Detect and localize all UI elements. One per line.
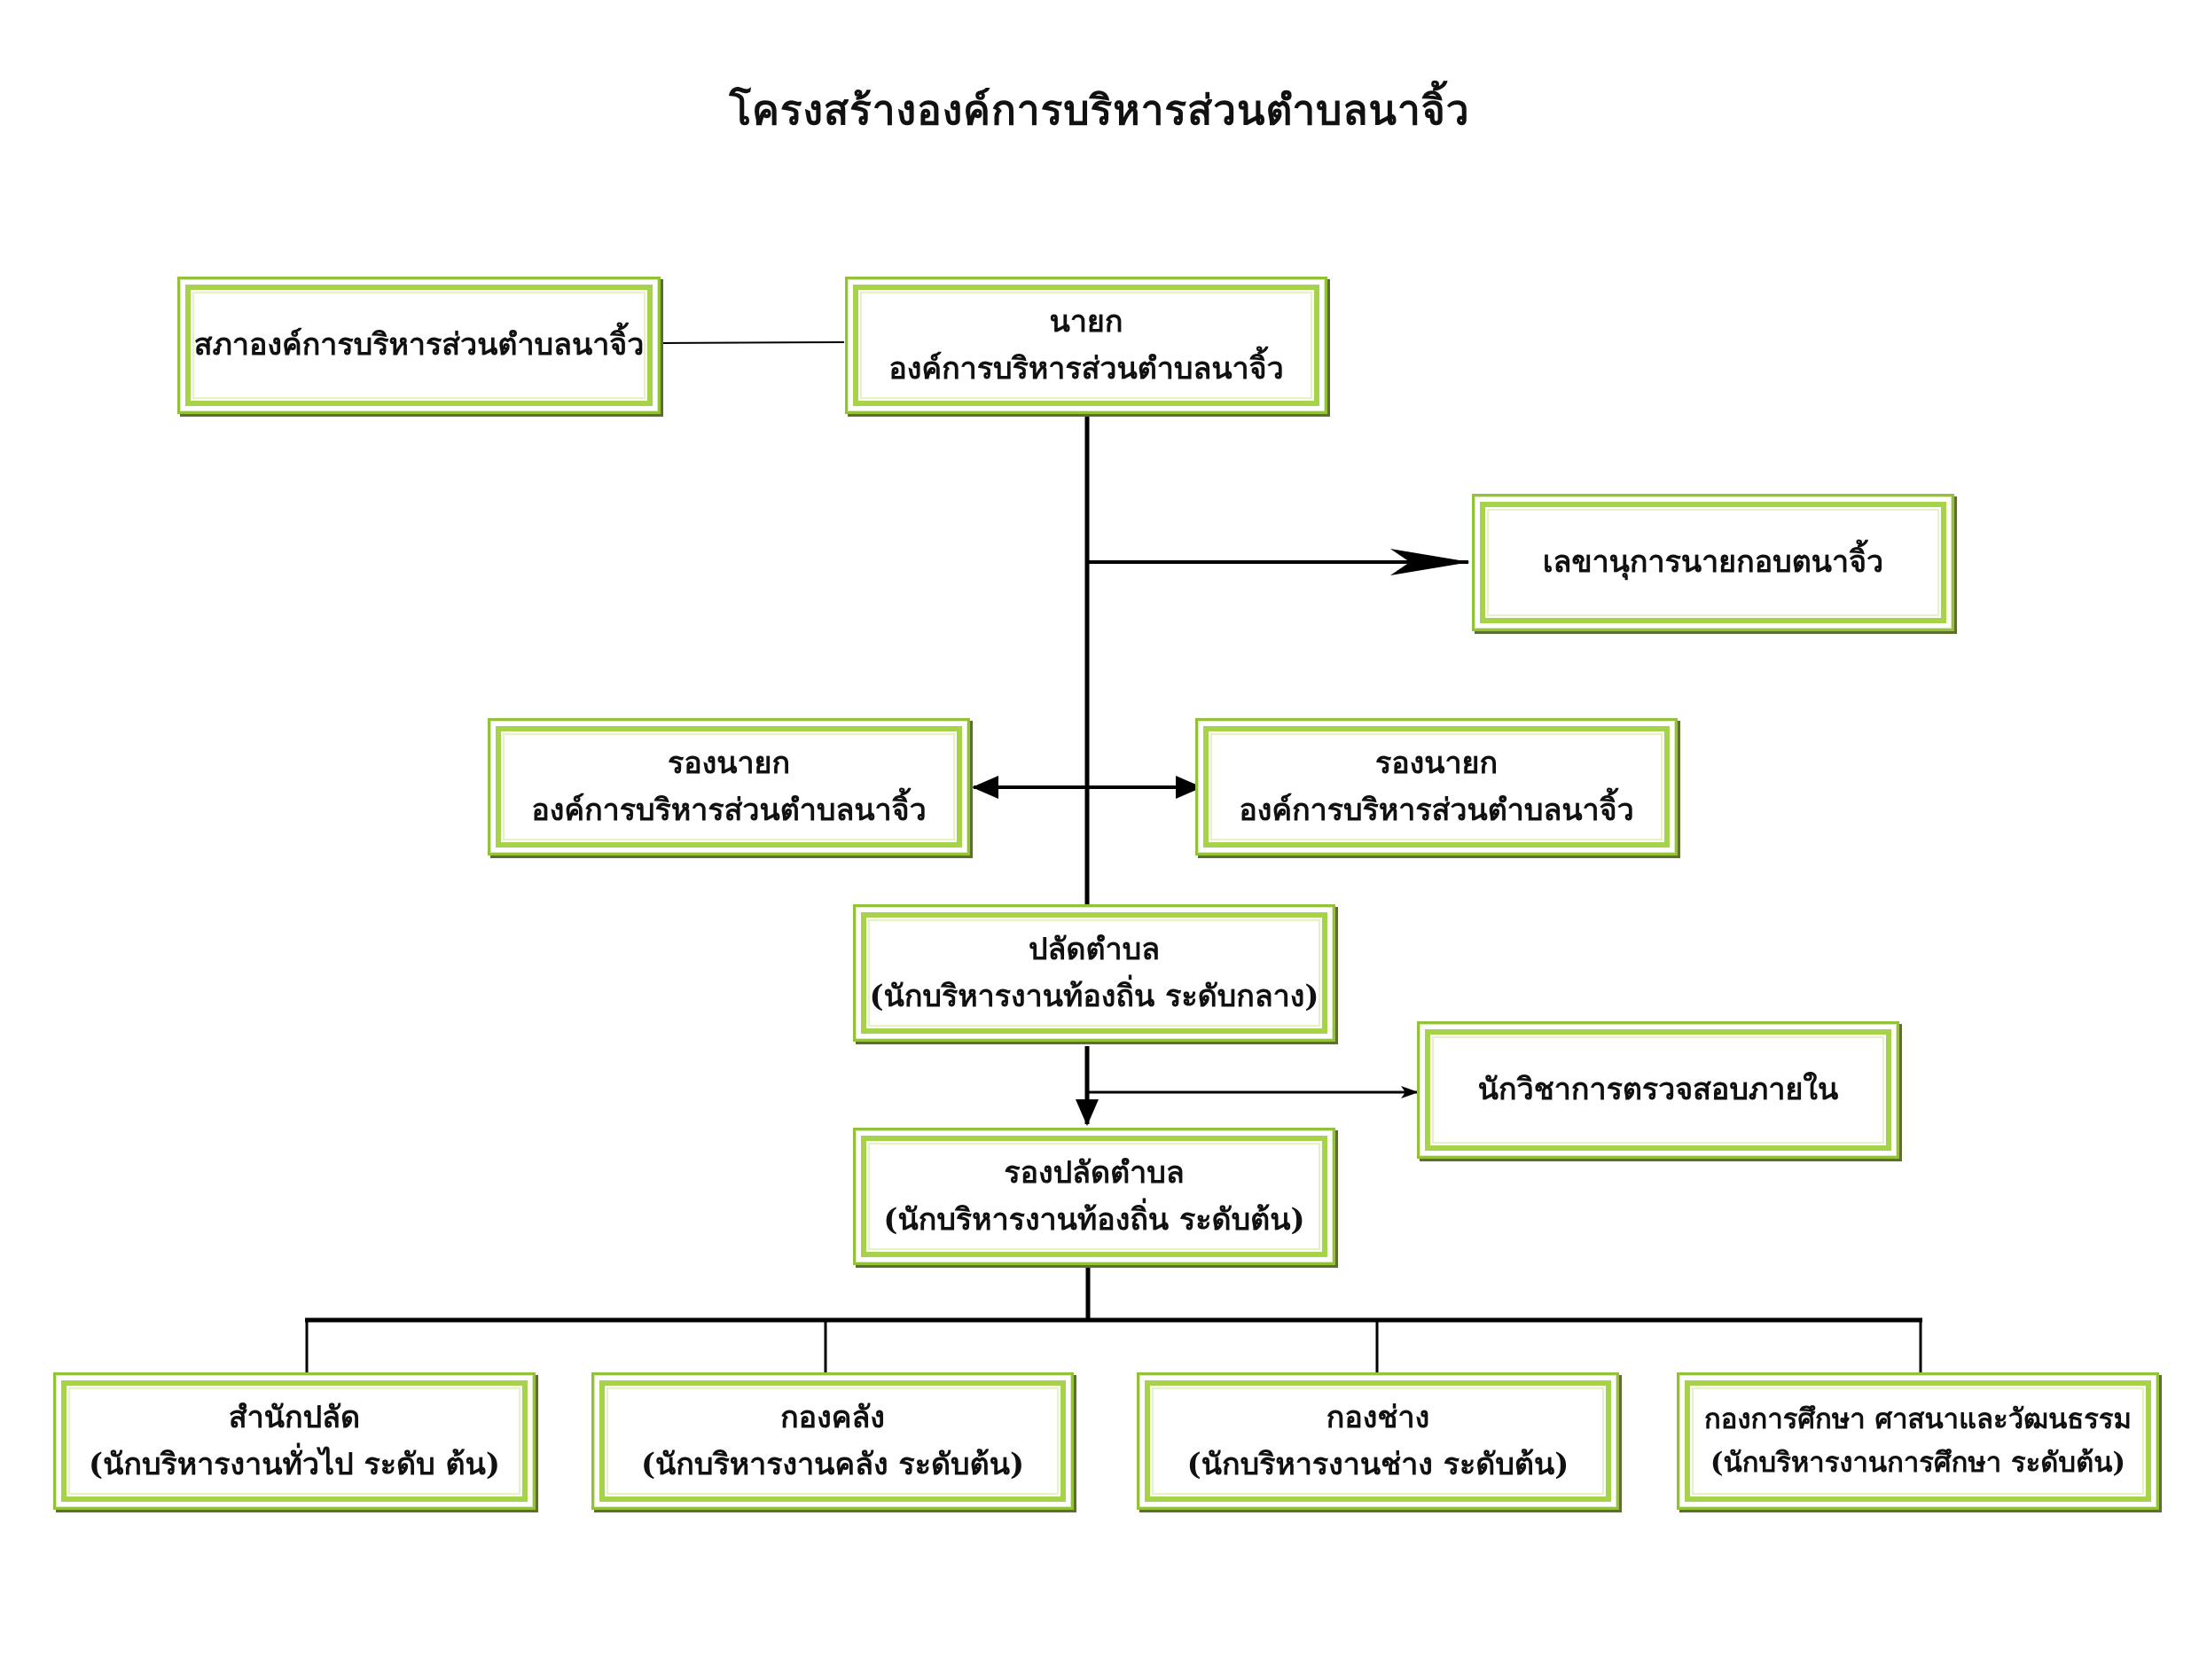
node-council: สภาองค์การบริหารส่วนตำบลนาจิ้ว <box>177 277 661 414</box>
node-deputy-left-line1: รองนายก <box>667 745 791 781</box>
node-education-line1: กองการศึกษา ศาสนาและวัฒนธรรม <box>1704 1403 2132 1436</box>
node-education: กองการศึกษา ศาสนาและวัฒนธรรม (นักบริหารง… <box>1677 1372 2159 1510</box>
node-finance-line1: กองคลัง <box>780 1399 885 1435</box>
node-secretary: เลขานุการนายกอบตนาจิ้ว <box>1472 494 1954 631</box>
node-palad-line1: ปลัดตำบล <box>1028 931 1161 967</box>
node-palad: ปลัดตำบล (นักบริหารงานท้องถิ่น ระดับกลาง… <box>853 904 1335 1042</box>
node-palad-line2: (นักบริหารงานท้องถิ่น ระดับกลาง) <box>869 978 1319 1014</box>
node-office-palad-line2: (นักบริหารงานทั่วไป ระดับ ต้น) <box>89 1446 500 1482</box>
node-deputy-palad-line1: รองปลัดตำบล <box>1004 1154 1185 1191</box>
node-office-palad: สำนักปลัด (นักบริหารงานทั่วไป ระดับ ต้น) <box>53 1372 536 1510</box>
node-deputy-left: รองนายก องค์การบริหารส่วนตำบลนาจิ้ว <box>488 718 970 856</box>
node-deputy-right-line1: รองนายก <box>1374 745 1499 781</box>
node-council-line1: สภาองค์การบริหารส่วนตำบลนาจิ้ว <box>193 327 645 363</box>
node-deputy-right: รองนายก องค์การบริหารส่วนตำบลนาจิ้ว <box>1195 718 1678 856</box>
node-engineering: กองช่าง (นักบริหารงานช่าง ระดับต้น) <box>1137 1372 1619 1510</box>
node-engineering-line2: (นักบริหารงานช่าง ระดับต้น) <box>1186 1446 1569 1482</box>
node-mayor-line2: องค์การบริหารส่วนตำบลนาจิ้ว <box>888 350 1284 387</box>
node-deputy-palad: รองปลัดตำบล (นักบริหารงานท้องถิ่น ระดับต… <box>853 1128 1335 1265</box>
node-mayor: นายก องค์การบริหารส่วนตำบลนาจิ้ว <box>845 277 1327 414</box>
node-office-palad-line1: สำนักปลัด <box>228 1399 361 1435</box>
node-deputy-right-line2: องค์การบริหารส่วนตำบลนาจิ้ว <box>1239 792 1634 828</box>
chart-title: โครงสร้างองค์การบริหารส่วนตำบลนาจิ้ว <box>729 86 1470 134</box>
node-deputy-palad-line2: (นักบริหารงานท้องถิ่น ระดับต้น) <box>883 1201 1305 1238</box>
node-auditor: นักวิชาการตรวจสอบภายใน <box>1417 1021 1899 1159</box>
line-council-mayor <box>662 341 845 344</box>
node-engineering-line1: กองช่าง <box>1326 1399 1430 1435</box>
node-deputy-left-line2: องค์การบริหารส่วนตำบลนาจิ้ว <box>531 792 927 828</box>
node-secretary-line1: เลขานุการนายกอบตนาจิ้ว <box>1542 544 1884 581</box>
node-auditor-line1: นักวิชาการตรวจสอบภายใน <box>1477 1072 1839 1108</box>
node-mayor-line1: นายก <box>1049 303 1123 340</box>
node-education-line2: (นักบริหารงานการศึกษา ระดับต้น) <box>1710 1446 2126 1479</box>
node-finance: กองคลัง (นักบริหารงานคลัง ระดับต้น) <box>591 1372 1074 1510</box>
node-finance-line2: (นักบริหารงานคลัง ระดับต้น) <box>640 1446 1025 1482</box>
